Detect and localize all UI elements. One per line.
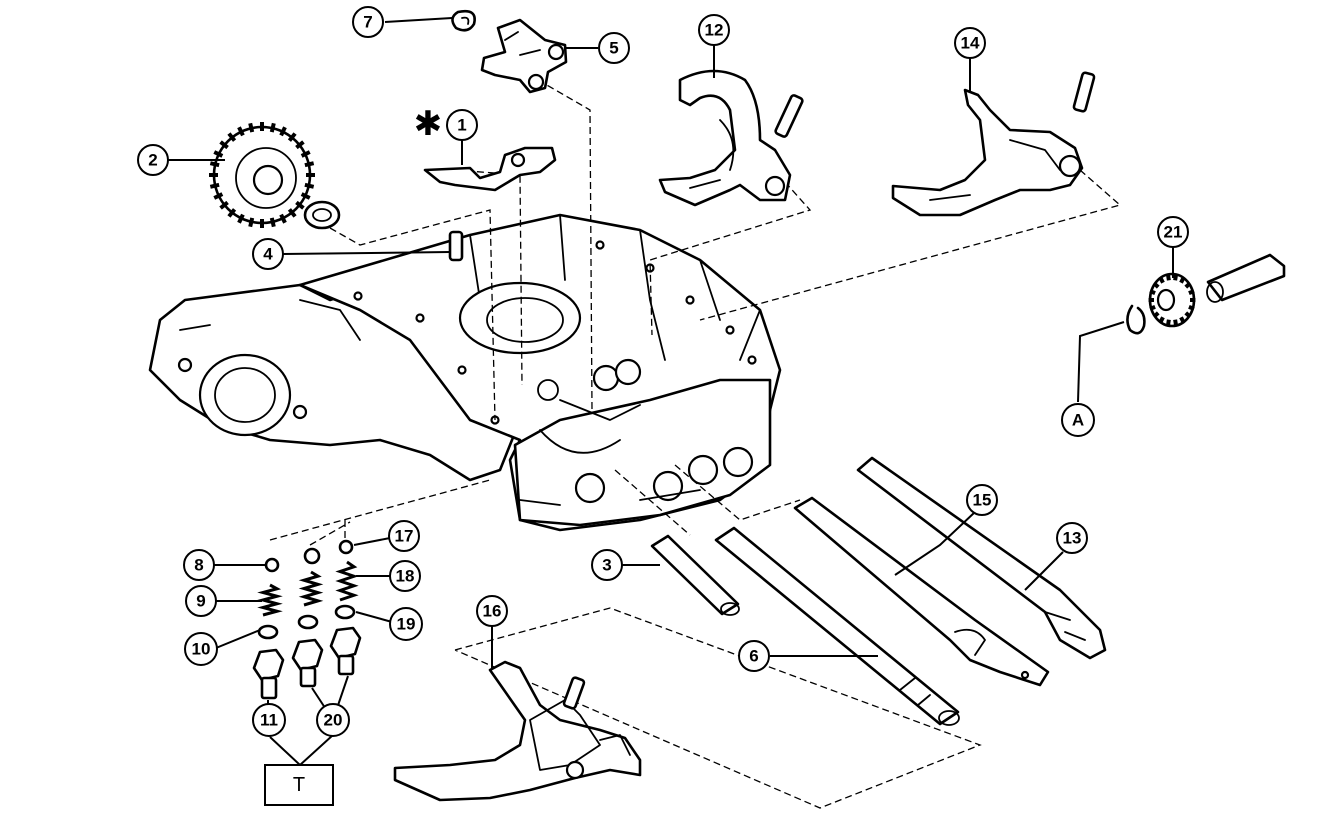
callout-label-3: 3 (602, 556, 611, 575)
callout-label-6: 6 (749, 647, 758, 666)
callout-label-19: 19 (397, 615, 416, 634)
callout-16: 16 (476, 595, 508, 627)
reference-a: A (1061, 403, 1095, 437)
callout-4: 4 (252, 238, 284, 270)
selector-arm-part-5 (480, 18, 568, 94)
callout-label-8: 8 (194, 556, 203, 575)
callout-label-1: 1 (457, 116, 466, 135)
callout-label-4: 4 (263, 245, 273, 264)
callout-label-18: 18 (396, 567, 415, 586)
assembly-dash-lines (269, 79, 1122, 809)
snap-ring (1126, 304, 1146, 335)
callout-18: 18 (389, 560, 421, 592)
callout-17: 17 (388, 520, 420, 552)
callout-1: 1 (446, 109, 478, 141)
leader-lines (155, 17, 1174, 767)
callout-7: 7 (352, 6, 384, 38)
asterisk-mark: ✱ (414, 104, 443, 144)
transmission-case (148, 213, 782, 532)
washer (303, 200, 341, 230)
shift-fork-part-12 (658, 69, 804, 207)
callout-label-2: 2 (148, 151, 157, 170)
callout-label-11: 11 (260, 711, 278, 730)
callout-label-14: 14 (961, 34, 980, 53)
callout-label-17: 17 (395, 527, 414, 546)
torque-box: T (264, 764, 334, 806)
callout-10: 10 (184, 632, 218, 666)
shift-fork-part-16 (393, 660, 642, 802)
callout-label-21: 21 (1164, 223, 1183, 242)
roll-pin-part-4 (448, 230, 464, 262)
callout-5: 5 (598, 32, 630, 64)
shaft-part-13 (856, 456, 1107, 660)
callout-8: 8 (183, 549, 215, 581)
callout-label-16: 16 (483, 602, 502, 621)
callout-label-20: 20 (324, 711, 343, 730)
callout-label-12: 12 (705, 21, 724, 40)
callout-21: 21 (1157, 216, 1189, 248)
torque-box-label: T (293, 774, 305, 796)
callout-label-9: 9 (196, 592, 205, 611)
gear-part-2 (209, 122, 315, 228)
callout-12: 12 (698, 14, 730, 46)
gear-part-21 (1148, 272, 1196, 328)
callout-label-13: 13 (1063, 529, 1082, 548)
reference-a-label: A (1072, 411, 1084, 430)
callout-19: 19 (389, 607, 423, 641)
callout-label-7: 7 (363, 13, 372, 32)
clip-part-7 (451, 9, 476, 32)
detent-parts (252, 539, 362, 700)
shaft-pin (1206, 253, 1286, 303)
shaft-part-15 (793, 496, 1050, 687)
interlock-plate-part-1 (423, 146, 557, 192)
callout-20: 20 (316, 703, 350, 737)
callout-14: 14 (954, 27, 986, 59)
callout-6: 6 (738, 640, 770, 672)
rod-part-3 (650, 534, 740, 616)
callout-3: 3 (591, 549, 623, 581)
shift-fork-part-14 (891, 71, 1096, 217)
callout-11: 11 (252, 703, 286, 737)
callout-15: 15 (966, 484, 998, 516)
callout-13: 13 (1056, 522, 1088, 554)
callout-9: 9 (185, 585, 217, 617)
callout-2: 2 (137, 144, 169, 176)
callout-label-5: 5 (609, 39, 618, 58)
shaft-part-6 (714, 526, 960, 726)
callout-label-15: 15 (973, 491, 992, 510)
callout-label-10: 10 (192, 640, 211, 659)
